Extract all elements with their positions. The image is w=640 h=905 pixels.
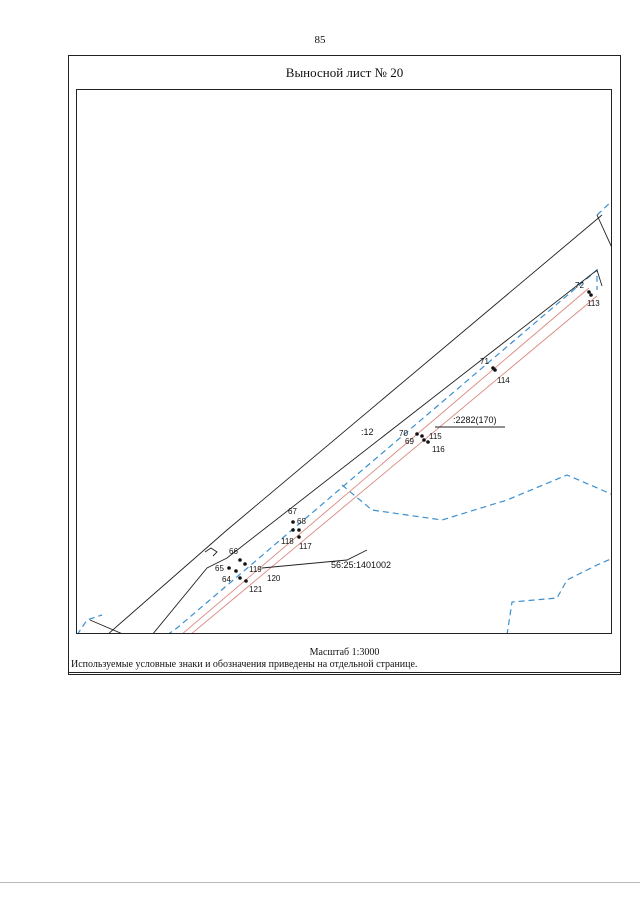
point-label-116: 116	[432, 445, 445, 454]
parcel-boundary-lower	[153, 269, 603, 633]
point-label-70: 70	[399, 429, 408, 438]
quarter-boundary-diagonal	[168, 268, 598, 633]
parcel-boundary-right	[596, 214, 611, 247]
page-number: 85	[314, 34, 326, 46]
zone-line-upper	[182, 287, 590, 633]
point-label-113: 113	[587, 299, 600, 308]
point-115-dot	[420, 434, 424, 438]
point-117-dot	[297, 535, 301, 539]
point-label-120: 120	[267, 574, 281, 583]
point-label-64: 64	[222, 575, 231, 584]
quarter-boundaries	[77, 201, 611, 633]
point-label-65: 65	[215, 564, 224, 573]
point-114-dot	[493, 368, 497, 372]
point-116-dot	[426, 440, 430, 444]
zone-label: :2282(170)	[453, 415, 497, 425]
boundary-notch	[204, 547, 218, 557]
point-68-dot	[297, 528, 301, 532]
point-label-71: 71	[480, 357, 489, 366]
point-label-117: 117	[299, 542, 312, 551]
parcel-leader-120	[261, 549, 368, 569]
point-121-dot	[244, 579, 248, 583]
point-label-119: 119	[249, 565, 262, 574]
quarter-label: 56:25:1401002	[331, 560, 391, 570]
point-label-67: 67	[288, 507, 297, 516]
parcel-label: :12	[361, 427, 374, 437]
zone-line-lower	[191, 295, 598, 633]
legend-divider	[68, 672, 621, 673]
map-area: :12 56:25:1401002 :2282(170) 72 113 71 1…	[76, 89, 612, 634]
quarter-boundary-top	[596, 201, 611, 216]
point-label-121: 121	[249, 585, 263, 594]
point-67-dot	[291, 520, 295, 524]
point-label-118: 118	[281, 537, 294, 546]
sheet-title: Выносной лист № 20	[285, 65, 404, 80]
point-label-72: 72	[575, 281, 584, 290]
parcel-boundaries	[89, 214, 611, 633]
point-label-115: 115	[429, 432, 442, 441]
point-69-dot	[422, 438, 426, 442]
turning-points	[227, 290, 593, 583]
parcel-boundary-corner	[89, 619, 122, 633]
scale-text: Масштаб 1:3000	[309, 647, 380, 658]
page-bottom-edge	[0, 882, 640, 883]
point-119-dot	[243, 562, 247, 566]
point-64-dot	[238, 576, 242, 580]
zone-lines	[182, 287, 598, 633]
point-113-dot	[589, 293, 593, 297]
quarter-boundary-left	[77, 614, 103, 633]
legend-note: Используемые условные знаки и обозначени…	[71, 659, 418, 670]
quarter-boundary-mid	[341, 474, 611, 521]
parcel-boundary-upper	[108, 214, 603, 633]
point-label-68: 68	[297, 517, 306, 526]
point-65-dot	[227, 566, 231, 570]
quarter-boundary-bottom	[506, 558, 611, 633]
point-label-66: 66	[229, 547, 238, 556]
point-72-dot	[587, 290, 591, 294]
point-70-dot	[415, 432, 419, 436]
point-label-69: 69	[405, 437, 414, 446]
point-label-114: 114	[497, 376, 510, 385]
map-canvas: :12 56:25:1401002 :2282(170) 72 113 71 1…	[77, 201, 611, 633]
sheet-frame	[68, 55, 621, 675]
point-66-dot	[238, 558, 242, 562]
point-118-dot	[291, 528, 295, 532]
point-120-dot	[234, 569, 238, 573]
